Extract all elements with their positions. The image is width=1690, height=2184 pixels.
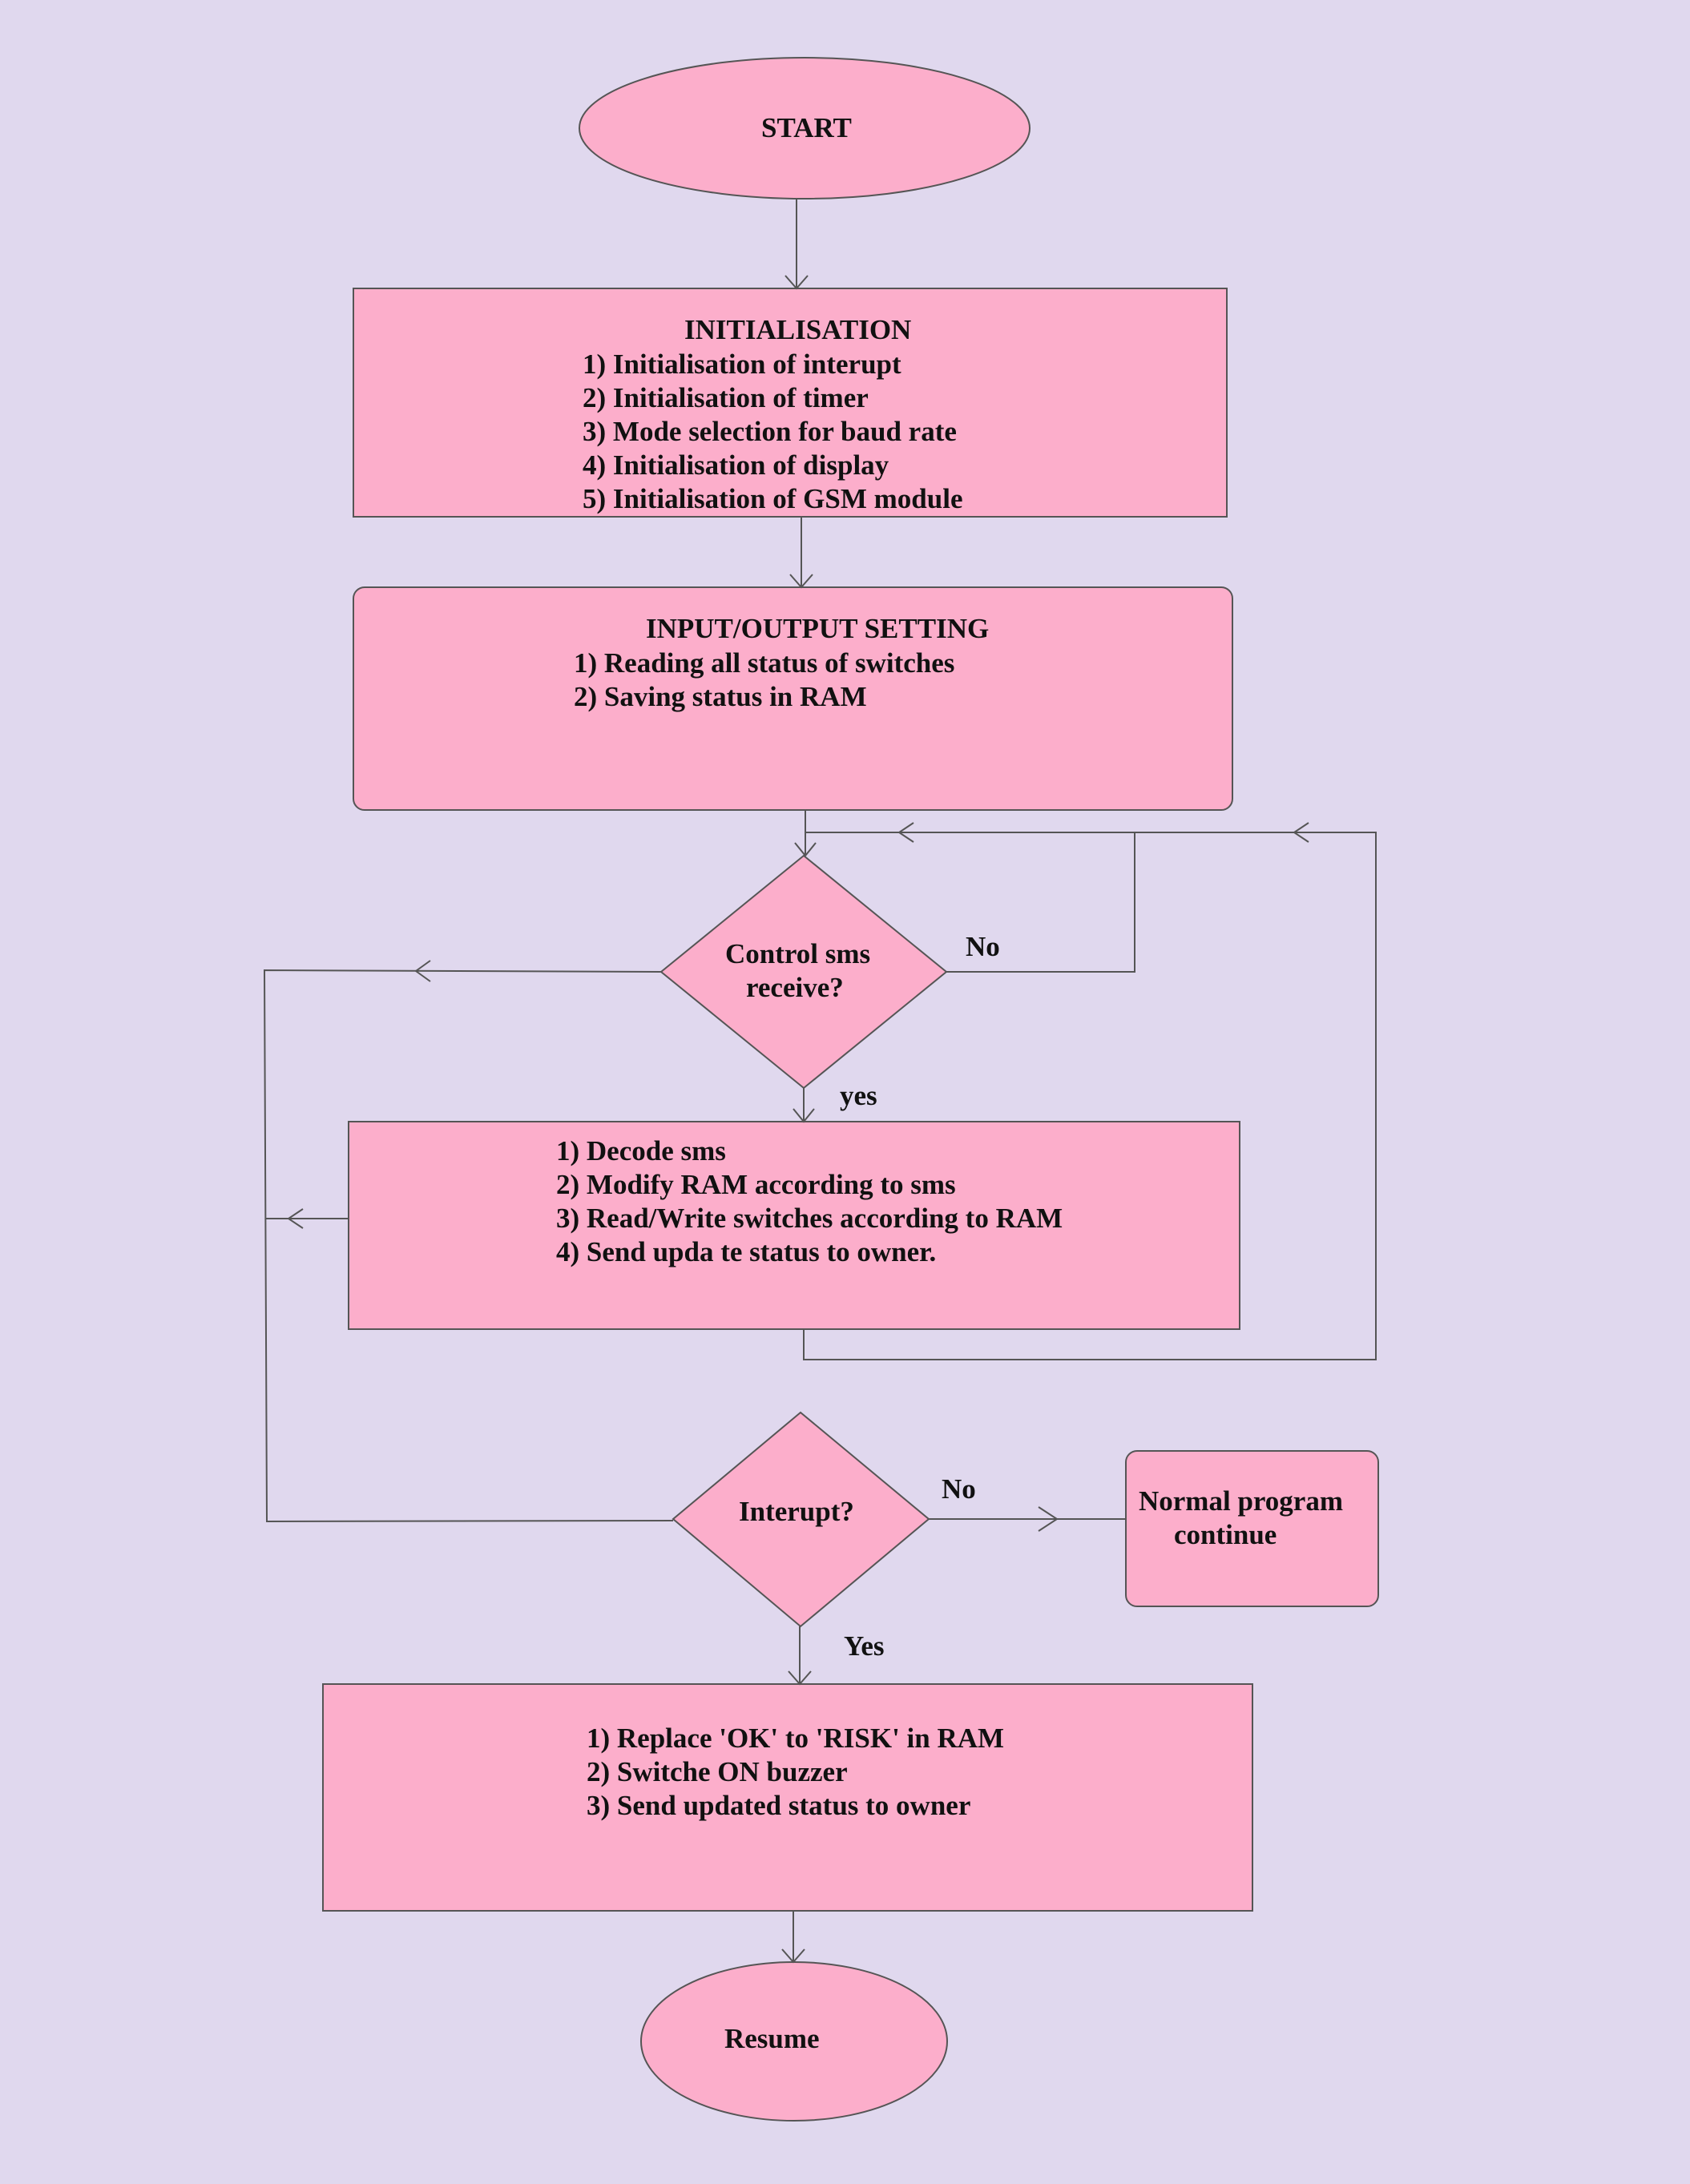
sms-process-item: 2) Modify RAM according to sms	[556, 1169, 956, 1200]
start-terminal	[579, 57, 1031, 199]
arrowhead	[793, 1108, 815, 1123]
risk-process-box	[322, 1683, 1253, 1912]
arrowhead	[781, 1948, 805, 1964]
init-item: 5) Initialisation of GSM module	[583, 483, 963, 514]
risk-item: 3) Send updated status to owner	[587, 1790, 971, 1821]
initialisation-box	[353, 288, 1228, 518]
init-item: 2) Initialisation of timer	[583, 382, 869, 413]
arrowhead	[287, 1208, 304, 1229]
sms-yes-label: yes	[840, 1080, 877, 1111]
init-title: INITIALISATION	[684, 314, 912, 345]
sms-process-item: 1) Decode sms	[556, 1135, 726, 1167]
arrowhead	[789, 574, 813, 589]
resume-label: Resume	[724, 2023, 820, 2054]
sms-no-label: No	[966, 931, 1000, 962]
io-item: 1) Reading all status of switches	[574, 647, 955, 679]
sms-decision-line2: receive?	[746, 972, 844, 1003]
sms-process-item: 3) Read/Write switches according to RAM	[556, 1203, 1063, 1234]
arrowhead	[414, 960, 431, 982]
arrowhead	[784, 275, 809, 290]
arrowhead	[1038, 1506, 1059, 1532]
interrupt-decision-label: Interupt?	[739, 1496, 854, 1527]
edge-left-bus	[263, 969, 674, 1523]
sms-process-box	[348, 1121, 1240, 1330]
sms-process-item: 4) Send upda te status to owner.	[556, 1236, 937, 1267]
init-item: 4) Initialisation of display	[583, 449, 889, 481]
arrowhead	[1293, 822, 1309, 843]
normal-program-box	[1125, 1450, 1379, 1607]
edge-sms-no-loop	[805, 832, 1135, 973]
arrowhead	[788, 1670, 812, 1686]
sms-decision-line1: Control sms	[725, 938, 871, 969]
risk-item: 2) Switche ON buzzer	[587, 1756, 848, 1787]
io-title: INPUT/OUTPUT SETTING	[646, 613, 990, 644]
init-item: 1) Initialisation of interupt	[583, 349, 901, 380]
io-item: 2) Saving status in RAM	[574, 681, 867, 712]
start-label: START	[761, 112, 852, 143]
normal-program-line2: continue	[1174, 1519, 1277, 1550]
init-item: 3) Mode selection for baud rate	[583, 416, 957, 447]
arrowhead	[794, 842, 817, 857]
interrupt-no-label: No	[942, 1473, 976, 1505]
arrowhead	[897, 822, 914, 843]
io-setting-box	[353, 586, 1233, 811]
normal-program-line1: Normal program	[1139, 1485, 1343, 1517]
interrupt-yes-label: Yes	[844, 1630, 885, 1662]
risk-item: 1) Replace 'OK' to 'RISK' in RAM	[587, 1723, 1005, 1754]
